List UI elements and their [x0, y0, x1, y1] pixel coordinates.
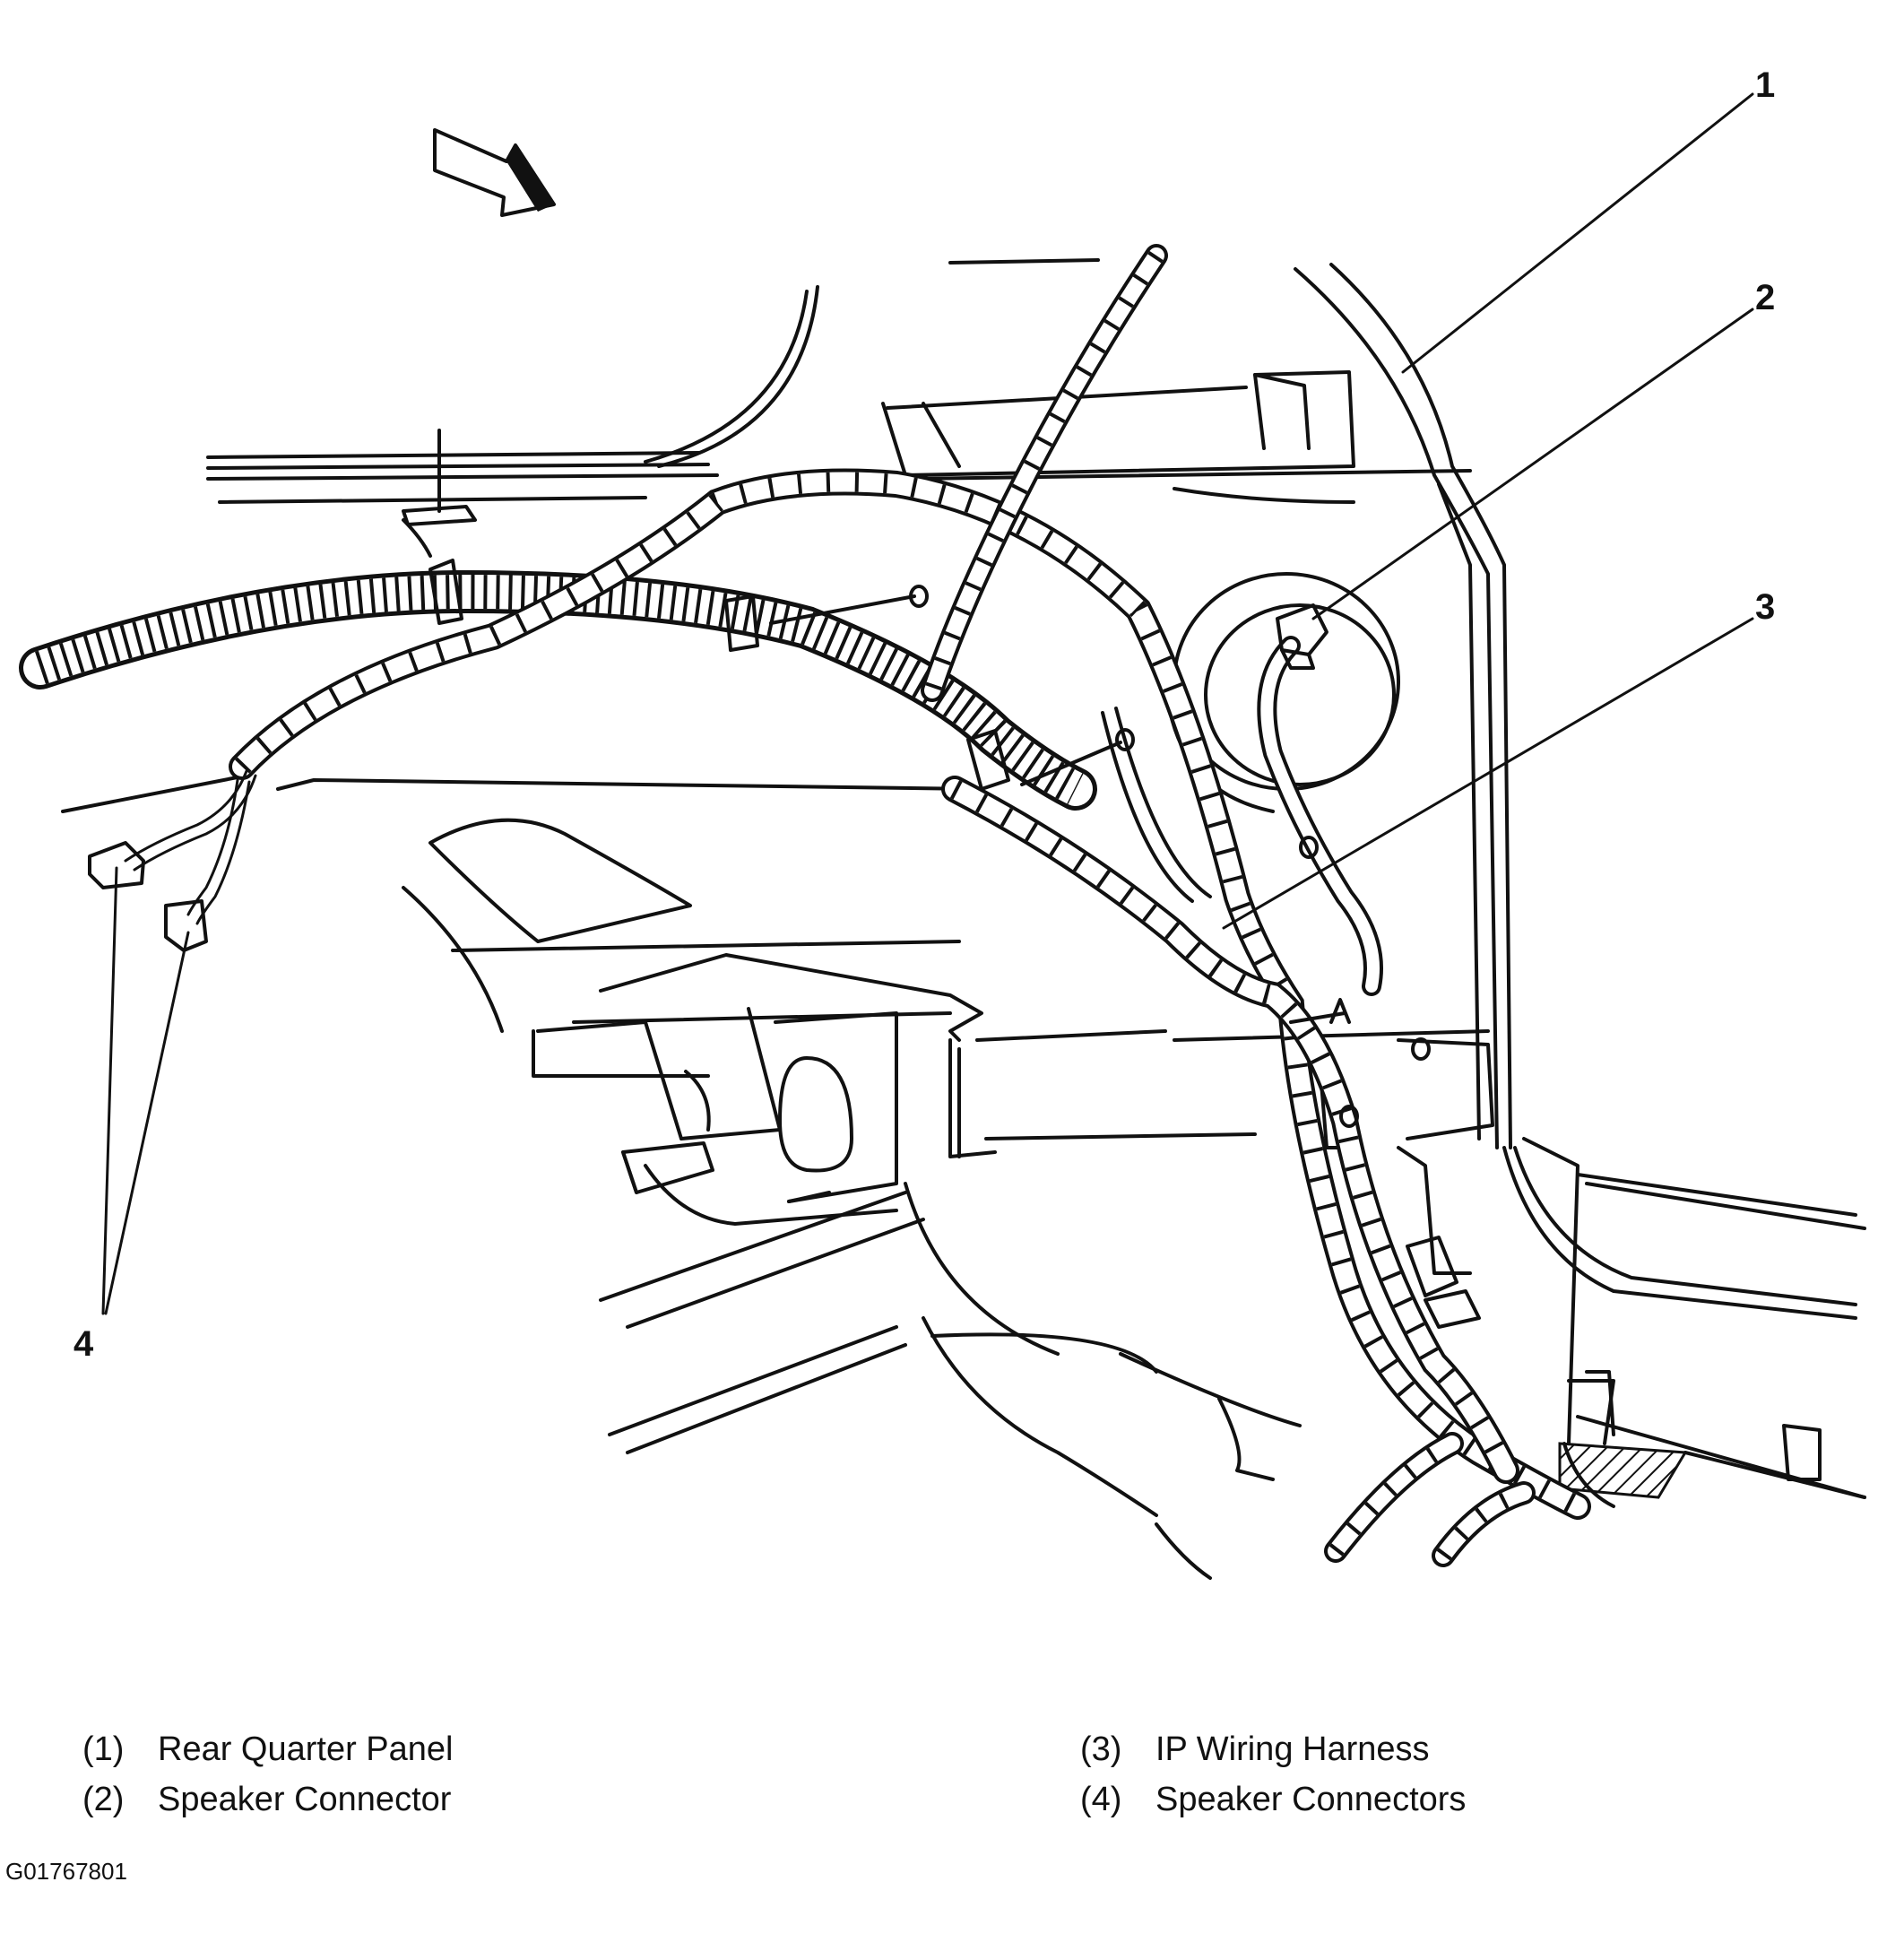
- speaker-connector-2: [1276, 603, 1328, 670]
- legend-item: (3) IP Wiring Harness: [1080, 1724, 1466, 1774]
- legend-number: (1): [82, 1730, 125, 1768]
- harness-clips: [402, 429, 1481, 1329]
- legend-item: (1) Rear Quarter Panel: [82, 1724, 454, 1774]
- callout-3: 3: [1755, 587, 1775, 627]
- legend-label: Rear Quarter Panel: [158, 1730, 454, 1768]
- direction-arrow-icon: [433, 128, 556, 217]
- callout-2: 2: [1755, 278, 1775, 317]
- speaker-connector-4b: [164, 899, 208, 952]
- callout-leaders: [101, 92, 1754, 1315]
- ip-wiring-harness: [229, 244, 1591, 1567]
- callout-1: 1: [1755, 65, 1775, 105]
- wiring-harness-diagram: 1 2 3 4: [19, 65, 1866, 1580]
- legend-number: (4): [1080, 1781, 1122, 1818]
- legend-number: (3): [1080, 1730, 1122, 1768]
- figure-id: G01767801: [5, 1858, 127, 1885]
- fastener-holes: [769, 585, 1431, 1128]
- legend-left: (1) Rear Quarter Panel (2) Speaker Conne…: [82, 1724, 454, 1825]
- legend-right: (3) IP Wiring Harness (4) Speaker Connec…: [1080, 1724, 1466, 1825]
- body-panels: [61, 258, 1866, 1580]
- legend-item: (4) Speaker Connectors: [1080, 1774, 1466, 1825]
- legend-item: (2) Speaker Connector: [82, 1774, 454, 1825]
- legend-label: Speaker Connectors: [1155, 1781, 1467, 1818]
- speaker-connector-4a: [88, 841, 145, 889]
- callout-4: 4: [74, 1324, 94, 1364]
- corrugated-conduit: [19, 569, 1097, 811]
- legend-number: (2): [82, 1781, 125, 1818]
- legend-label: Speaker Connector: [158, 1781, 452, 1818]
- legend-label: IP Wiring Harness: [1155, 1730, 1430, 1768]
